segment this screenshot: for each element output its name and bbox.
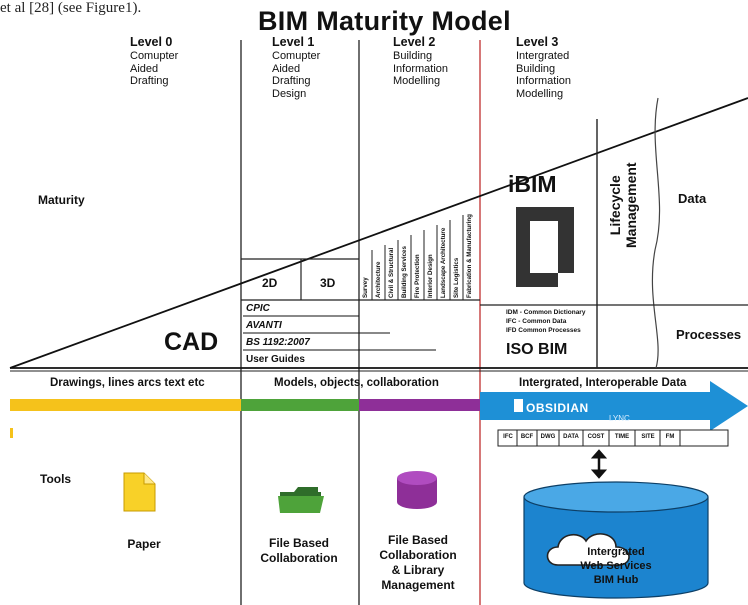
tool-library-mgmt-label: File Based Collaboration & Library Manag…: [379, 533, 457, 592]
timeline-purple: [359, 399, 480, 411]
discipline-landscape-architecture: Landscape Architecture: [440, 227, 447, 298]
bim-hub-label: Intergrated Web Services BIM Hub: [580, 546, 652, 586]
discipline-interior-design: Interior Design: [427, 254, 434, 298]
level-0-title: Level 0: [130, 35, 173, 49]
timeline-yellow-tick: [10, 428, 13, 438]
processes-label: Processes: [676, 327, 742, 342]
timeline-blue-arrow: [480, 381, 748, 431]
timeline-yellow: [10, 399, 241, 411]
figure-caption: et al [28] (see Figure1).: [0, 0, 142, 16]
double-arrow-icon: [590, 449, 608, 479]
format-fm: FM: [665, 434, 675, 440]
bim-hub-cylinder-icon: [523, 481, 709, 599]
standard-cpic: CPIC: [246, 303, 270, 314]
diagram-title: BIM Maturity Model: [258, 6, 511, 36]
format-cost: COST: [587, 434, 605, 440]
cad-label: CAD: [164, 328, 219, 356]
discipline-survey: Survey: [362, 277, 369, 298]
format-bcf: BCF: [520, 434, 534, 440]
discipline-architecture: Architecture: [375, 261, 382, 298]
iso-line-ifc: IFC - Common Data: [506, 318, 567, 325]
standard-user-guides: User Guides: [246, 354, 305, 365]
iso-line-idm: IDM - Common Dictionary: [506, 309, 586, 316]
tool-paper-label: Paper: [127, 537, 161, 551]
level2-discipline-dividers: [371, 215, 464, 300]
format-data: DATA: [563, 434, 579, 440]
ibim-logo-icon: [516, 207, 574, 287]
format-ifc: IFC: [503, 434, 513, 440]
format-dwg: DWG: [540, 434, 556, 440]
data-label: Data: [678, 191, 707, 206]
discipline-civil-structural: Civil & Structural: [388, 247, 395, 298]
level-2-desc: Building Information Modelling: [393, 50, 449, 88]
discipline-fire-protection: Fire Protection: [414, 254, 421, 298]
data-wavy-divider: [651, 97, 661, 369]
level-2-title: Level 2: [393, 35, 436, 49]
discipline-fabrication-manufacturing: Fabrication & Manufacturing: [466, 214, 473, 298]
discipline-building-services: Building Services: [401, 246, 408, 298]
standard-avanti: AVANTI: [246, 320, 282, 331]
tool-file-collab-label: File Based Collaboration: [260, 536, 338, 565]
tools-label: Tools: [40, 472, 72, 486]
band-level3: Intergrated, Interoperable Data: [519, 377, 687, 389]
standards-underlines: [243, 315, 436, 351]
standard-bs1192: BS 1192:2007: [246, 337, 310, 348]
level-3-desc: Intergrated Building Information Modelli…: [516, 50, 572, 100]
level1-2d-label: 2D: [262, 276, 278, 290]
folder-icon: [278, 487, 324, 513]
lync-label: LYNC: [609, 414, 630, 423]
band-level0: Drawings, lines arcs text etc: [50, 377, 205, 389]
timeline-green: [241, 399, 359, 411]
obsidian-label: OBSIDIAN: [526, 401, 589, 415]
level-1-desc: Comupter Aided Drafting Design: [272, 50, 321, 100]
level1-3d-label: 3D: [320, 276, 336, 290]
level-3-title: Level 3: [516, 35, 559, 49]
paper-doc-icon: [123, 472, 156, 512]
format-time: TIME: [614, 434, 630, 440]
level-0-desc: Comupter Aided Drafting: [130, 50, 179, 88]
band-level1-2: Models, objects, collaboration: [274, 377, 439, 389]
obsidian-logo-icon: [514, 399, 523, 412]
iso-line-ifd: IFD Common Processes: [506, 327, 581, 334]
database-icon: [397, 471, 437, 509]
format-strip: [497, 429, 729, 447]
lifecycle-management-label: Lifecycle Management: [607, 162, 639, 248]
iso-bim-label: ISO BIM: [506, 341, 568, 358]
level-1-title: Level 1: [272, 35, 315, 49]
maturity-wedge-diagonal: [9, 97, 748, 369]
maturity-label: Maturity: [38, 193, 85, 207]
ibim-label: iBIM: [508, 171, 557, 197]
discipline-site-logistics: Site Logistics: [453, 257, 460, 298]
format-site: SITE: [641, 434, 655, 440]
